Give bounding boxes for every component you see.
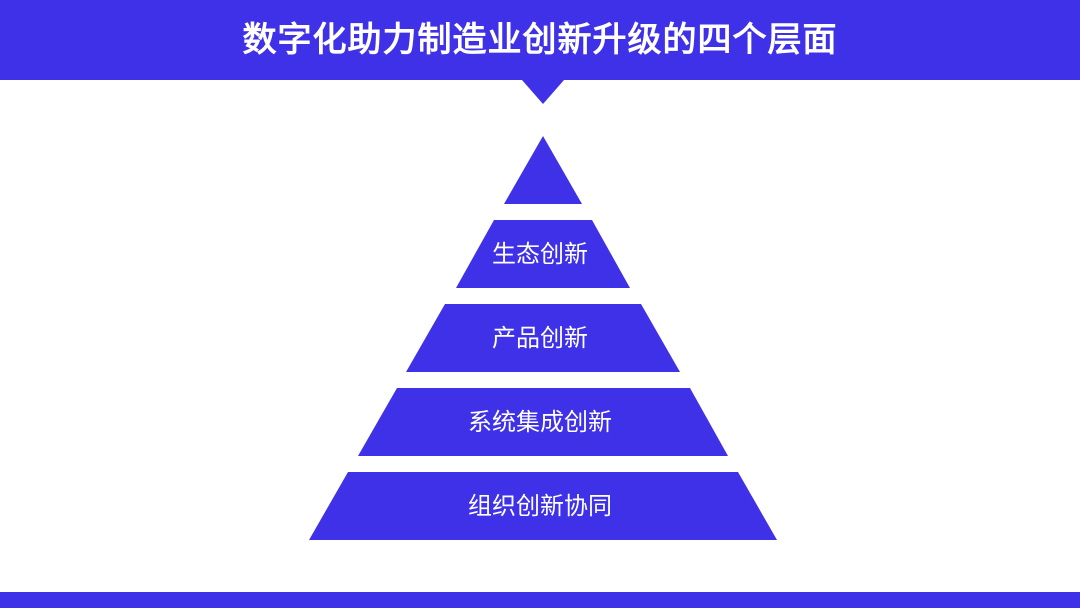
tier-label-ecosystem-innovation: 生态创新: [492, 240, 588, 268]
pyramid-tier-5: [309, 472, 777, 540]
footer-bar: [0, 592, 1080, 608]
header-pointer: [522, 80, 564, 104]
pyramid-tier-apex: [504, 136, 582, 204]
pyramid-tier-2: [456, 220, 630, 288]
pyramid-tier-4: [358, 388, 728, 456]
tier-label-organizational-innovation: 组织创新协同: [468, 492, 612, 520]
tier-label-product-innovation: 产品创新: [492, 324, 588, 352]
tier-label-system-integration-innovation: 系统集成创新: [468, 408, 612, 436]
pyramid-tier-3: [406, 304, 680, 372]
page-title: 数字化助力制造业创新升级的四个层面: [242, 20, 838, 60]
header-banner: [0, 0, 1080, 80]
